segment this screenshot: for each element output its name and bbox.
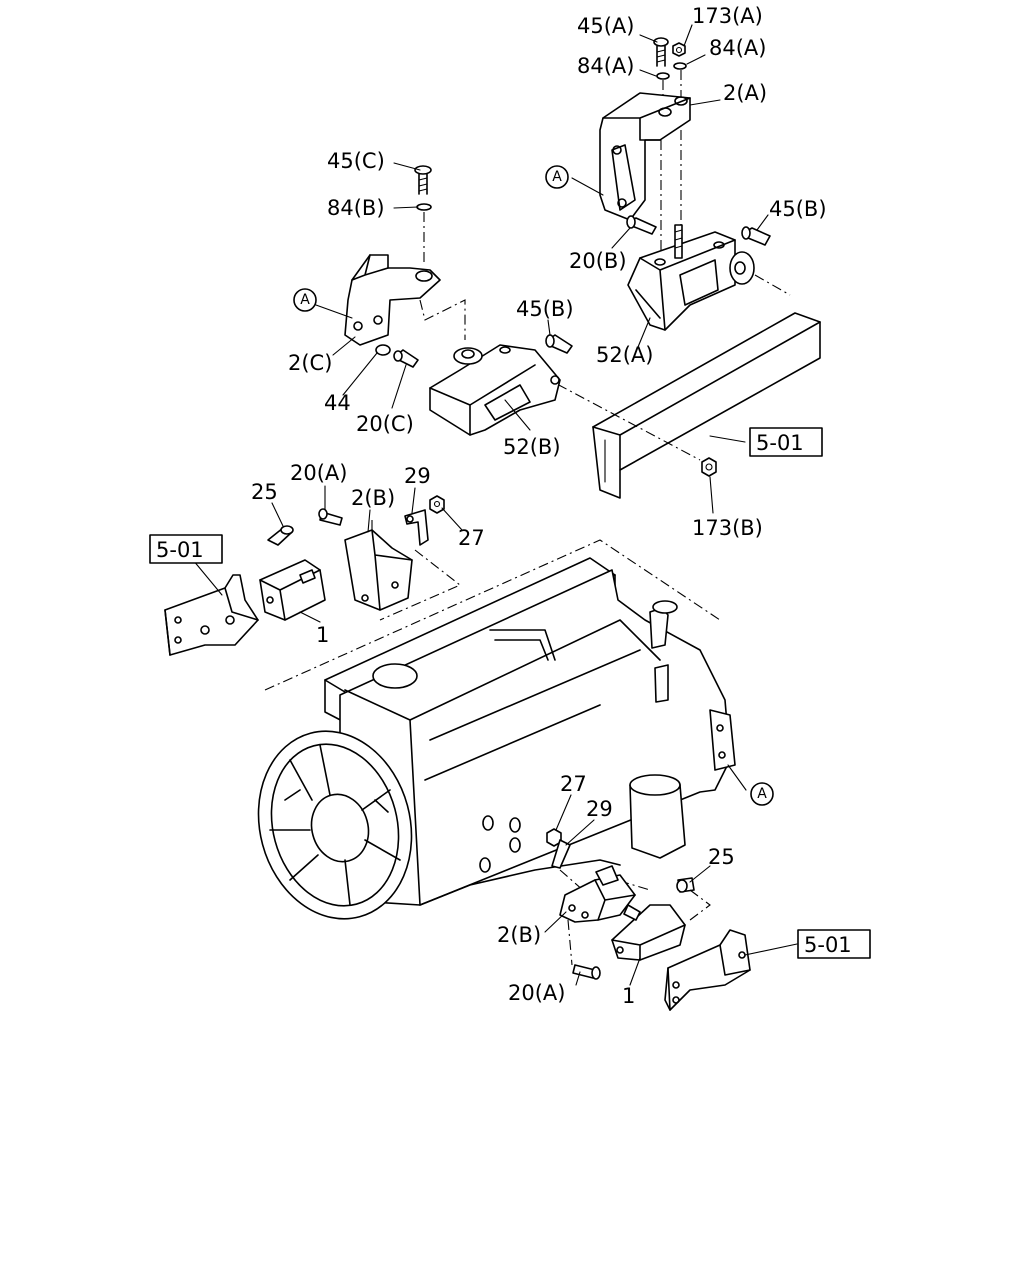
bolt-25-bottom-icon: [676, 877, 695, 893]
nut-173a-icon: [672, 42, 686, 57]
bolt-20a-top-icon: [318, 508, 343, 526]
callout-173b: 173(B): [692, 516, 763, 540]
callout-45b-mid: 45(B): [516, 297, 574, 321]
reference-marker-a-engine: [750, 782, 774, 806]
callout-labels: 45(A) 173(A) 84(A) 84(A) 2(A) 20(B) 45(B…: [251, 4, 827, 1008]
washer-84b-icon: [416, 203, 432, 211]
callout-27-bottom: 27: [560, 772, 587, 796]
callout-25-top: 25: [251, 480, 278, 504]
callout-1-bottom: 1: [622, 984, 635, 1008]
callout-2a: 2(A): [723, 81, 767, 105]
reference-marker-a-engine-label: A: [757, 786, 767, 802]
frame-rail-icon: [539, 274, 821, 499]
callout-84a-right: 84(A): [709, 36, 766, 60]
bolt-20b-icon: [626, 215, 657, 235]
bolt-45c-icon: [414, 165, 432, 195]
reference-box-frame-label: 5-01: [756, 431, 804, 455]
left-mount-assembly: [164, 495, 462, 656]
frame-bracket-left-icon: [164, 574, 259, 656]
callout-20a-top: 20(A): [290, 461, 347, 485]
callout-45a: 45(A): [577, 14, 634, 38]
bolt-20a-bottom-icon: [572, 964, 601, 980]
cooling-fan-icon: [257, 730, 413, 920]
bolt-45b-mid-icon: [545, 334, 573, 354]
callout-52a: 52(A): [596, 343, 653, 367]
washer-84a-left-icon: [656, 72, 670, 80]
clip-29-top-icon: [404, 509, 429, 546]
callout-2b-top: 2(B): [351, 486, 395, 510]
washer-44-icon: [375, 344, 391, 356]
frame-bracket-right-icon: [664, 929, 751, 1011]
callout-45b-right: 45(B): [769, 197, 827, 221]
callout-84b: 84(B): [327, 196, 385, 220]
callout-173a: 173(A): [692, 4, 763, 28]
callout-2b-bottom: 2(B): [497, 923, 541, 947]
bolt-45a-icon: [653, 37, 669, 67]
bolt-45b-right-icon: [741, 226, 771, 246]
callout-2c: 2(C): [288, 351, 332, 375]
bracket-2c-icon: [344, 254, 466, 346]
callout-20a-bottom: 20(A): [508, 981, 565, 1005]
reference-marker-a-left-label: A: [300, 292, 310, 308]
engine-mount-1-top-icon: [259, 559, 326, 621]
reference-box-frame: 5-01: [749, 427, 823, 457]
callout-45c: 45(C): [327, 149, 385, 173]
right-mount-assembly: [546, 828, 751, 1011]
callout-84a-left: 84(A): [577, 54, 634, 78]
engine-mount-1-bottom-icon: [611, 904, 686, 961]
callout-20b: 20(B): [569, 249, 627, 273]
callout-29-bottom: 29: [586, 797, 613, 821]
callout-25-bottom: 25: [708, 845, 735, 869]
bracket-2c-assembly: [344, 165, 573, 436]
callout-52b: 52(B): [503, 435, 561, 459]
reference-box-right-label: 5-01: [804, 933, 852, 957]
bolt-20c-icon: [393, 349, 419, 368]
reference-marker-a-left: [293, 288, 317, 312]
reference-box-left-label: 5-01: [156, 538, 204, 562]
bracket-2a-icon: [599, 92, 691, 221]
reference-box-right: 5-01: [797, 929, 871, 959]
engine-mount-52b-icon: [429, 344, 561, 436]
leader-lines: [192, 24, 798, 986]
clip-29-bottom-icon: [551, 839, 571, 869]
bracket-2b-top-icon: [344, 520, 462, 621]
nut-173b-icon: [701, 457, 717, 477]
nut-27-top-icon: [429, 495, 445, 514]
washer-84a-right-icon: [673, 62, 687, 70]
bracket-2a-assembly: [599, 37, 771, 331]
callout-27-top: 27: [458, 526, 485, 550]
engine-mount-52a-icon: [627, 224, 755, 331]
reference-box-left: 5-01: [149, 534, 223, 564]
bracket-2b-bottom-icon: [559, 865, 636, 923]
callout-29-top: 29: [404, 464, 431, 488]
reference-marker-a-top-label: A: [552, 169, 562, 185]
reference-marker-a-top: [545, 165, 569, 189]
bolt-25-top-icon: [267, 525, 294, 546]
callout-44: 44: [324, 391, 351, 415]
engine-block-icon: [264, 539, 747, 906]
callout-20c: 20(C): [356, 412, 414, 436]
callout-1-top: 1: [316, 623, 329, 647]
